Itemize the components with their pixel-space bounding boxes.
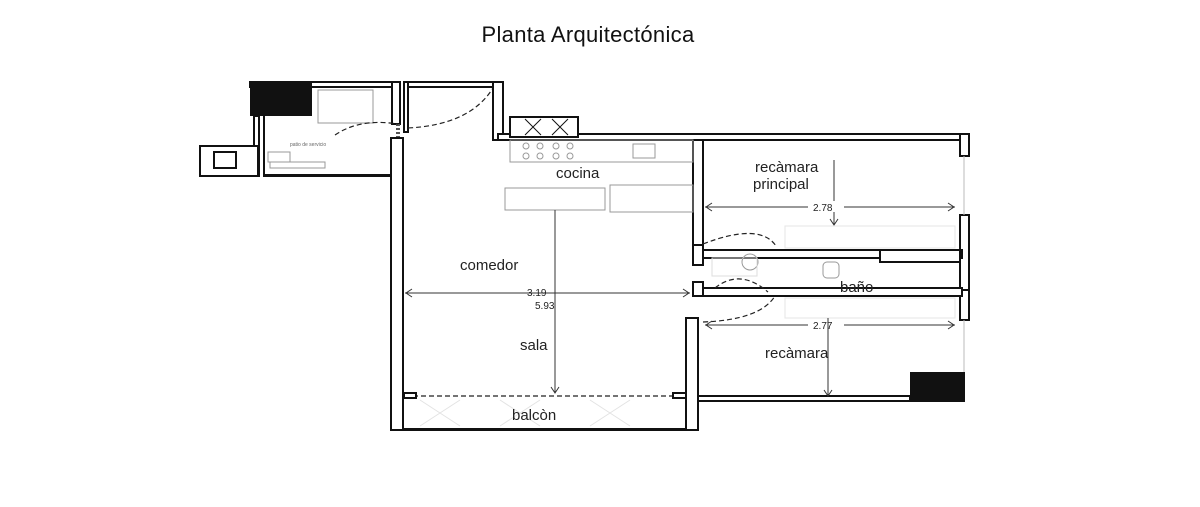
bedroom: 2.77 recàmara [702,295,956,397]
kitchen: cocina [504,116,694,213]
master-bedroom: recàmara principal 2.78 [702,159,956,249]
room-label-patio: patio de servicio [290,142,326,148]
bathroom: baño [711,249,961,296]
bedroom-door [702,295,776,323]
dim-recamara-width: 2.77 [813,321,833,332]
living-dining: comedor sala 3.19 5.93 [405,210,690,394]
entry-door[interactable] [403,81,496,133]
column-block [910,372,965,402]
room-label-balcon: balcòn [512,407,556,424]
plan-title: Planta Arquitectónica [481,22,695,47]
room-label-recamara-principal-1: recàmara [755,159,819,176]
room-label-cocina: cocina [556,165,600,182]
balcony: balcòn [403,392,687,427]
service-patio: patio de servicio [199,81,401,177]
walls [390,81,970,431]
bathroom-door [714,278,769,293]
room-label-comedor: comedor [460,257,518,274]
room-label-recamara-principal-2: principal [753,176,809,193]
dim-sala-width: 3.19 [527,288,547,299]
dim-principal-width: 2.78 [813,203,833,214]
master-bedroom-door [702,232,777,247]
room-label-bano: baño [840,279,873,296]
hood [509,116,579,138]
room-label-sala: sala [520,337,548,354]
dim-sala-length: 5.93 [535,301,555,312]
room-label-recamara: recàmara [765,345,829,362]
shaft-block [250,82,312,116]
